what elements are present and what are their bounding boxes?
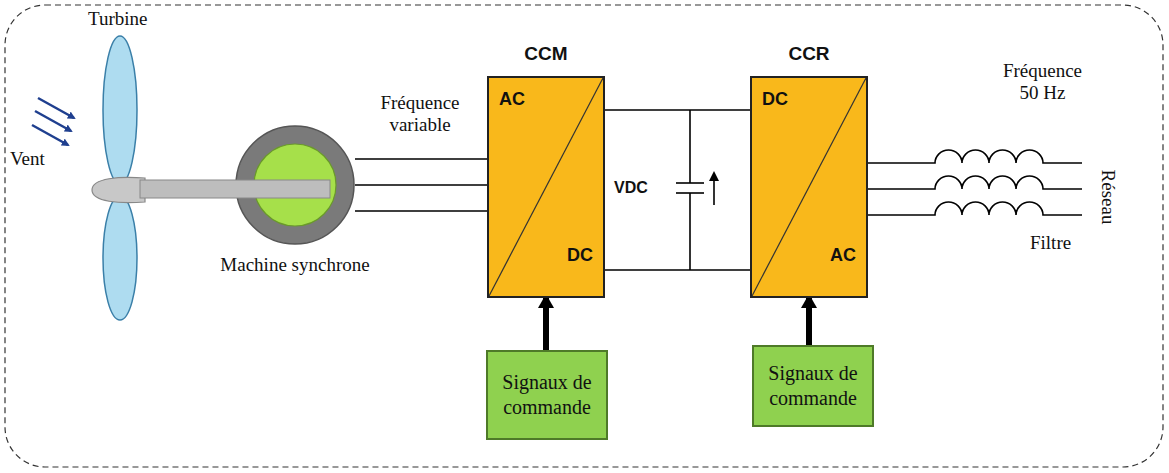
text-label: Fréquence variable bbox=[360, 92, 480, 136]
dc-capacitor bbox=[676, 110, 714, 270]
connector bbox=[546, 298, 547, 350]
connector bbox=[809, 298, 810, 345]
grid-label: Réseau bbox=[1097, 157, 1119, 237]
control-box: Signaux de commande bbox=[752, 345, 874, 427]
machine-symbol bbox=[235, 125, 355, 245]
converter-box: CCMACDC bbox=[487, 76, 605, 298]
filter-inductors bbox=[868, 150, 1082, 215]
control-box: Signaux de commande bbox=[486, 350, 608, 440]
connector bbox=[605, 110, 750, 270]
text-label: VDC bbox=[614, 177, 674, 199]
turbine-blades bbox=[92, 36, 145, 320]
text-label: Filtre bbox=[1030, 232, 1100, 254]
text-label: Vent bbox=[10, 148, 70, 170]
text-label: Turbine bbox=[88, 8, 168, 30]
connector bbox=[355, 159, 487, 211]
text-label: Fréquence 50 Hz bbox=[995, 60, 1090, 104]
converter-box: CCRDCAC bbox=[750, 76, 868, 298]
dashed-frame bbox=[5, 5, 1163, 467]
wind-arrows bbox=[32, 98, 74, 145]
synchronous-machine: Machine synchrone bbox=[235, 125, 355, 245]
